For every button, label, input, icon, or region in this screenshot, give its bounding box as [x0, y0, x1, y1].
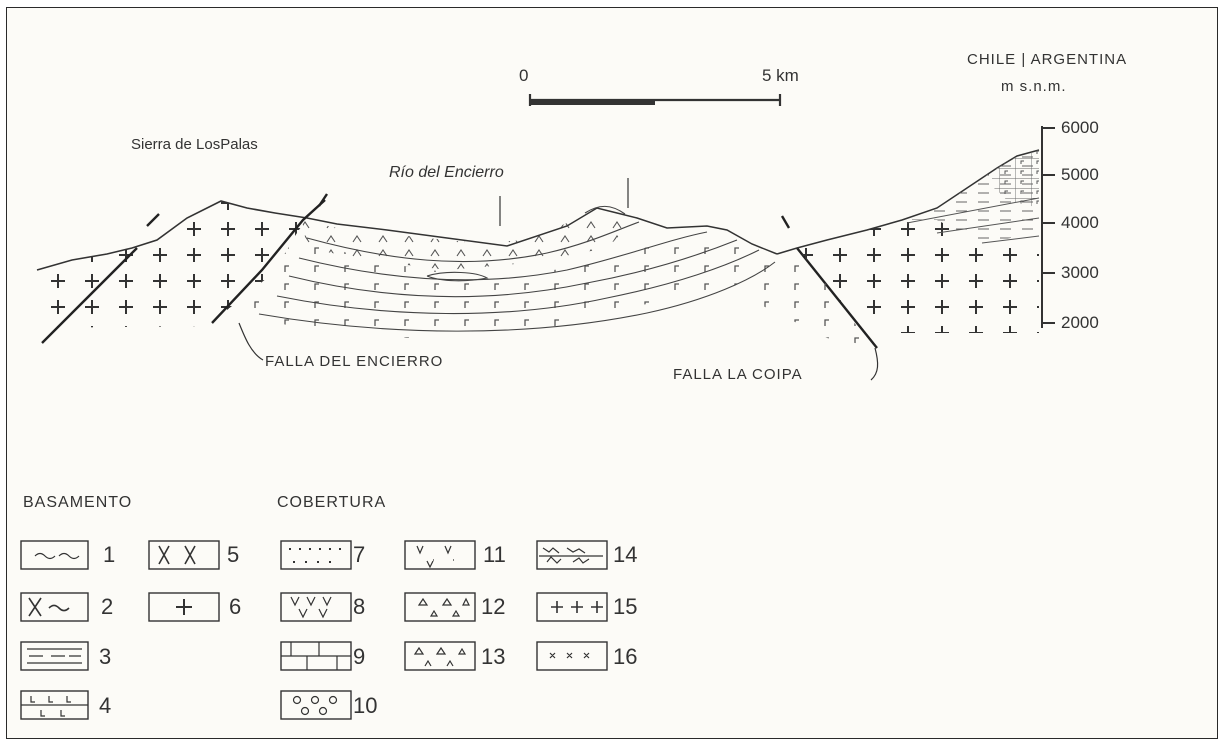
east-wedge-unit [747, 254, 872, 346]
sierra-label: Sierra de LosPalas [131, 136, 258, 153]
fault-west-label: FALLA DEL ENCIERRO [265, 353, 444, 370]
legend-num-9: 9 [353, 644, 366, 669]
fault-east-leader [870, 347, 879, 381]
river-marker [499, 178, 629, 226]
legend-num-1: 1 [103, 542, 116, 567]
syncline-upper-unit [302, 216, 637, 270]
legend-num-13: 13 [481, 644, 506, 669]
river-label: Río del Encierro [389, 164, 504, 181]
legend-num-12: 12 [481, 594, 506, 619]
summit-cap-bedding [906, 197, 1040, 244]
cross-section-svg [20, 94, 1055, 720]
west-basement-outline [36, 200, 308, 271]
legend-num-8: 8 [353, 594, 366, 619]
elev-tick-3000: 3000 [1061, 263, 1099, 282]
fault-east-label: FALLA LA COIPA [673, 366, 803, 383]
elevation-axis [1041, 126, 1055, 328]
summit-cap-top-unit [992, 150, 1039, 208]
legend-basamento-title: BASAMENTO [23, 494, 133, 511]
elev-tick-2000: 2000 [1061, 313, 1099, 332]
fault-west-leader [238, 322, 264, 361]
unit-label: m s.n.m. [1001, 78, 1067, 95]
scale-start-label: 0 [519, 66, 529, 85]
legend-num-14: 14 [613, 542, 638, 567]
legend-cobertura-title: COBERTURA [277, 494, 387, 511]
legend-num-3: 3 [99, 644, 112, 669]
syncline-outline [306, 207, 778, 255]
legend-num-7: 7 [353, 542, 366, 567]
legend-num-4: 4 [99, 693, 112, 718]
elev-tick-4000: 4000 [1061, 213, 1099, 232]
legend-num-15: 15 [613, 594, 638, 619]
syncline-lower-unit [239, 230, 777, 338]
legend-num-11: 11 [483, 542, 506, 567]
country-label: CHILE | ARGENTINA [967, 51, 1128, 68]
legend-symbols [21, 545, 603, 717]
scale-bar [528, 94, 782, 106]
figure-frame: 0 5 km CHILE | ARGENTINA m s.n.m. 6000 5… [6, 7, 1218, 739]
legend-num-2: 2 [101, 594, 114, 619]
legend-num-6: 6 [229, 594, 242, 619]
legend-num-10: 10 [353, 693, 378, 718]
legend-num-5: 5 [227, 542, 240, 567]
legend-num-16: 16 [613, 644, 638, 669]
elev-tick-6000: 6000 [1061, 118, 1099, 137]
west-basement-unit [37, 201, 307, 328]
east-basement-unit [797, 220, 1039, 333]
syncline-bedding [258, 205, 776, 332]
scale-end-label: 5 km [762, 66, 799, 85]
legend-boxes [20, 540, 608, 720]
elev-tick-5000: 5000 [1061, 165, 1099, 184]
